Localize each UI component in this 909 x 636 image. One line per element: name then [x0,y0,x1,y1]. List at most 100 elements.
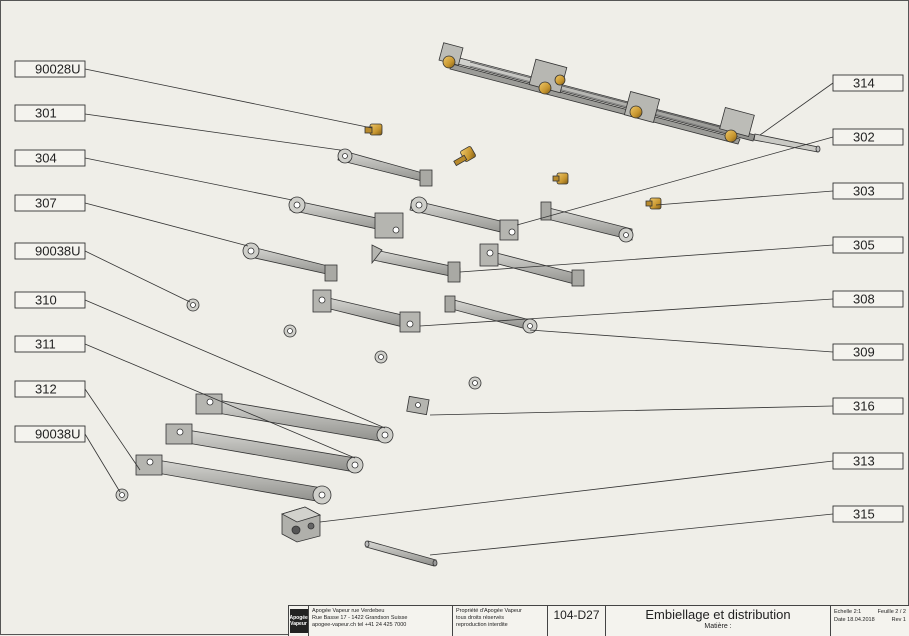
callout-308: 308 [832,290,904,308]
part-304-link [288,196,404,239]
callout-box [14,60,86,78]
callout-box [832,128,904,146]
brass-bolt-303 [645,197,662,210]
washer-2 [283,324,297,338]
callout-label: 304 [35,151,57,166]
sheet-text: Feuille 2 / 2 [877,609,906,615]
washer-4 [468,376,482,390]
address-line: Rue Basse 17 - 1422 Grandson Suisse [312,615,408,621]
part-308-link [312,289,421,333]
rights-line: tous droits réservés [456,615,504,621]
callout-310: 310 [14,291,86,309]
callout-label: 310 [35,293,57,308]
callout-label: 90028U [35,62,81,77]
rights-line: Propriété d'Apogée Vapeur [456,608,522,614]
callout-box [14,194,86,212]
logo-cell: Apogée Vapeur [289,606,309,636]
callout-314: 314 [832,74,904,92]
callout-90028U: 90028U [14,60,86,78]
callout-box [14,242,86,260]
part-307-link [242,242,338,282]
part-316-plate [406,395,430,416]
callout-box [832,74,904,92]
part-302-link [409,196,519,241]
parts-layer [115,42,821,567]
revision-text: Rev 1 [891,617,906,623]
callout-label: 308 [853,292,875,307]
callout-304: 304 [14,149,86,167]
washer-3 [374,350,388,364]
scale-sheet-cell: Echelle 2:1 Feuille 2 / 2 Date 18.04.201… [831,606,909,636]
callout-box [14,335,86,353]
callout-303: 303 [832,182,904,200]
callout-302: 302 [832,128,904,146]
callout-labels: 90028U 301 304 307 90038U 310 311 312 90038U 314 3… [14,60,904,523]
date-text: Date 18.04.2018 [834,617,875,623]
part-305-rod [479,243,585,287]
callout-label: 316 [853,399,875,414]
part-305-link [371,244,461,283]
callout-307: 307 [14,194,86,212]
rights-line: reproduction interdite [456,622,508,628]
callout-box [14,104,86,122]
callout-311: 311 [14,335,86,353]
callout-90038U: 90038U [14,242,86,260]
callout-label: 313 [853,454,875,469]
callout-301: 301 [14,104,86,122]
drawing-title-cell: Embiellage et distribution Matière : [606,606,831,636]
part-90038U-washer-1 [186,298,200,312]
part-312-rod [135,454,332,505]
scale-text: Echelle 2:1 [834,609,862,615]
callout-box [832,236,904,254]
callout-label: 305 [853,238,875,253]
callout-box [14,291,86,309]
title-block: Apogée Vapeur Apogée Vapeur rue Verdebeu… [288,605,909,636]
callout-label: 312 [35,382,57,397]
drawing-title: Embiellage et distribution [645,607,791,622]
part-90038U-washer-5 [115,488,129,502]
callout-label: 302 [853,130,875,145]
callout-label: 309 [853,345,875,360]
brass-bolt-long [453,146,476,167]
callout-box [832,182,904,200]
part-315-pin [364,540,438,567]
callout-305: 305 [832,236,904,254]
leader-lines [84,68,834,556]
part-311-rod [165,423,364,474]
callout-label: 301 [35,106,57,121]
company-address: Apogée Vapeur rue Verdebeu Rue Basse 17 … [309,606,453,636]
part-314-shaft-assembly [438,42,821,153]
part-313-block [280,506,322,543]
callout-box [832,452,904,470]
part-309-link [444,295,538,334]
callout-label: 303 [853,184,875,199]
brass-bolt-small [552,172,569,185]
callout-box [832,505,904,523]
callout-label: 311 [35,337,56,352]
material-label: Matière : [704,623,732,630]
callout-box [14,149,86,167]
callout-90038U: 90038U [14,425,86,443]
callout-label: 90038U [35,244,81,259]
rights-notice: Propriété d'Apogée Vapeur tous droits ré… [453,606,548,636]
part-301-link [337,148,433,187]
address-line: Apogée Vapeur rue Verdebeu [312,608,385,614]
callout-313: 313 [832,452,904,470]
part-90028U-bolt [364,123,383,136]
callout-316: 316 [832,397,904,415]
drawing-number: 104-D27 [548,606,606,636]
callout-312: 312 [14,380,86,398]
callout-label: 307 [35,196,57,211]
callout-box [832,290,904,308]
callout-box [832,343,904,361]
company-logo: Apogée Vapeur [289,609,308,633]
callout-label: 315 [853,507,875,522]
callout-309: 309 [832,343,904,361]
callout-box [832,397,904,415]
callout-315: 315 [832,505,904,523]
callout-label: 314 [853,76,875,91]
address-line: apogee-vapeur.ch tel +41 24 425 7000 [312,622,407,628]
